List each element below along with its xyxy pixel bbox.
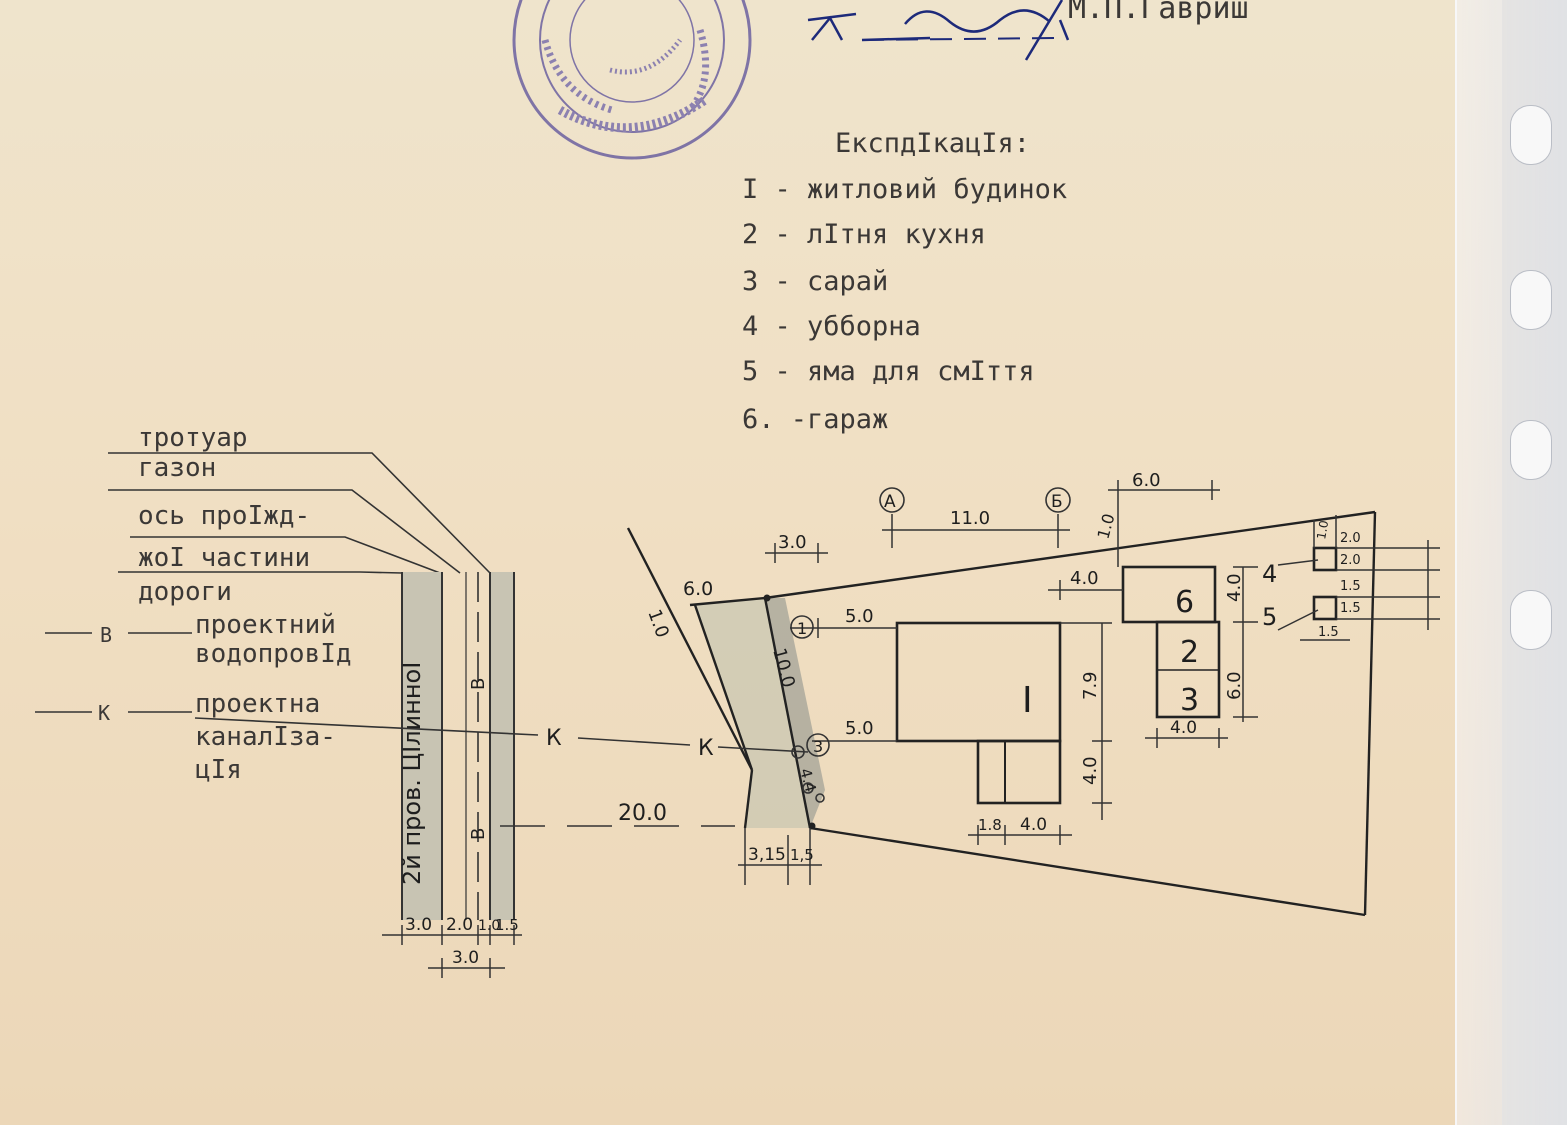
dimension-label: 1,5 bbox=[790, 846, 814, 864]
dimension-label: 1.8 bbox=[978, 816, 1002, 834]
house-outline bbox=[895, 621, 1062, 743]
dimension-label: 1.0 bbox=[643, 607, 673, 641]
dimension-label: 6.0 bbox=[683, 578, 713, 600]
shed-label: 3 bbox=[1180, 683, 1199, 718]
water-symbol: В bbox=[100, 623, 112, 647]
legend-item: I - житловий будинок bbox=[742, 174, 1067, 205]
punch-hole bbox=[1510, 105, 1552, 165]
parcel bbox=[626, 510, 1377, 917]
buildings bbox=[895, 546, 1338, 805]
toilet-label: 4 bbox=[1262, 560, 1277, 588]
dimension-label: 4.0 bbox=[1070, 568, 1099, 589]
kitchen-label: 2 bbox=[1180, 635, 1199, 670]
garage-label: 6 bbox=[1175, 585, 1194, 620]
signature: М.П.Гавриш bbox=[807, 0, 1249, 61]
label-road-axis: ось проIжд- bbox=[138, 501, 310, 531]
dimension-label: 3.0 bbox=[778, 532, 807, 553]
legend-item: 2 - лIтня кухня bbox=[742, 219, 986, 250]
dimension-label: 4.4 bbox=[796, 766, 820, 794]
label-lawn: газон bbox=[138, 453, 216, 483]
street-cross-section: 2й пров. ЦIлинноI В В bbox=[398, 572, 515, 920]
dimension-label: 4.0 bbox=[1080, 756, 1101, 785]
house-label: I bbox=[1022, 680, 1033, 721]
dimension-label: 5.0 bbox=[845, 606, 874, 627]
dimension-label: 2.0 bbox=[446, 915, 473, 935]
dimension-label: 4.0 bbox=[1170, 718, 1197, 738]
axis-b-label: Б bbox=[1051, 492, 1063, 512]
dimension-label: 1.5 bbox=[1340, 601, 1361, 616]
label-water-pipe: проектний bbox=[195, 610, 336, 640]
dimension-label: 1.0 bbox=[1314, 519, 1331, 540]
dimension-label: 3,15 bbox=[748, 845, 786, 865]
label-road-axis: жоI частини bbox=[138, 543, 310, 573]
axis-markers: А Б 1 3 bbox=[790, 487, 1071, 803]
label-sewer: проектна bbox=[195, 689, 320, 719]
sewer-line: К К bbox=[194, 717, 809, 761]
pit-outline bbox=[1312, 595, 1338, 621]
pit-label: 5 bbox=[1262, 603, 1277, 631]
dimension-label: 7.9 bbox=[1080, 671, 1101, 700]
legend-item: 5 - яма для смIття bbox=[742, 356, 1035, 387]
leader-lines bbox=[35, 452, 491, 713]
dimension-label: 3.0 bbox=[405, 915, 432, 935]
dimension-label: 1.5 bbox=[1318, 625, 1339, 640]
house-annex-outline bbox=[976, 739, 1062, 805]
sewer-mark: К bbox=[698, 736, 714, 761]
water-symbol-road: В bbox=[468, 828, 489, 840]
dimension-label: 2.0 bbox=[1340, 531, 1361, 546]
parcel-dimension-lines bbox=[738, 480, 1440, 885]
legend-item: 4 - убборна bbox=[742, 311, 921, 342]
dimension-label: 5.0 bbox=[845, 718, 874, 739]
dimension-label: 1.0 bbox=[1094, 512, 1119, 542]
dimension-label: 1.5 bbox=[495, 916, 519, 934]
dimension-label: 1.5 bbox=[1340, 579, 1361, 594]
plastic-sleeve bbox=[1455, 0, 1567, 1125]
dimension-label: 3.0 bbox=[452, 948, 479, 968]
distance-line: 20.0 bbox=[500, 801, 735, 827]
sewer-mark: К bbox=[546, 726, 562, 751]
punch-hole bbox=[1510, 270, 1552, 330]
axis-a-label: А bbox=[884, 492, 896, 512]
label-sewer: каналIза- bbox=[195, 722, 336, 752]
dimension-label: 2.0 bbox=[1340, 553, 1361, 568]
road-dimensions: 3.0 2.0 1.0 1.5 3.0 bbox=[382, 915, 522, 978]
dimension-label: 20.0 bbox=[618, 801, 667, 826]
garage-outline bbox=[1121, 565, 1217, 624]
dimension-label: 4.0 bbox=[1020, 815, 1047, 835]
toilet-outline bbox=[1312, 546, 1338, 572]
legend-title: ЕкспдIкацIя: bbox=[835, 128, 1030, 159]
street-name: 2й пров. ЦIлинноI bbox=[398, 662, 426, 885]
label-sewer: цIя bbox=[195, 755, 242, 785]
legend-item: 6. -гараж bbox=[742, 404, 888, 435]
sewer-symbol: К bbox=[98, 701, 110, 725]
official-stamp bbox=[512, 0, 752, 160]
paper-sheet bbox=[0, 0, 1502, 1125]
label-water-pipe: водопровIд bbox=[195, 639, 352, 669]
dimension-label: 1.0 bbox=[478, 918, 500, 934]
legend: ЕкспдIкацIя: I - житловий будинок 2 - лI… bbox=[742, 128, 1067, 435]
street-labels: тротуар газон ось проIжд- жоI частини до… bbox=[98, 423, 352, 785]
water-symbol-road: В bbox=[468, 678, 489, 690]
dimension-label: 11.0 bbox=[950, 508, 990, 529]
punch-hole bbox=[1510, 420, 1552, 480]
signatory-name: М.П.Гавриш bbox=[1068, 0, 1249, 26]
dimension-label: 6.0 bbox=[1132, 470, 1161, 491]
label-sidewalk: тротуар bbox=[138, 423, 248, 453]
dimension-label: 6.0 bbox=[1224, 671, 1245, 700]
point-marker: 1 bbox=[797, 619, 807, 638]
dimension-label: 4.0 bbox=[1224, 573, 1245, 602]
punch-hole bbox=[1510, 590, 1552, 650]
label-road-axis: дороги bbox=[138, 577, 232, 607]
legend-item: 3 - сарай bbox=[742, 266, 888, 297]
point-marker: 3 bbox=[813, 737, 823, 756]
